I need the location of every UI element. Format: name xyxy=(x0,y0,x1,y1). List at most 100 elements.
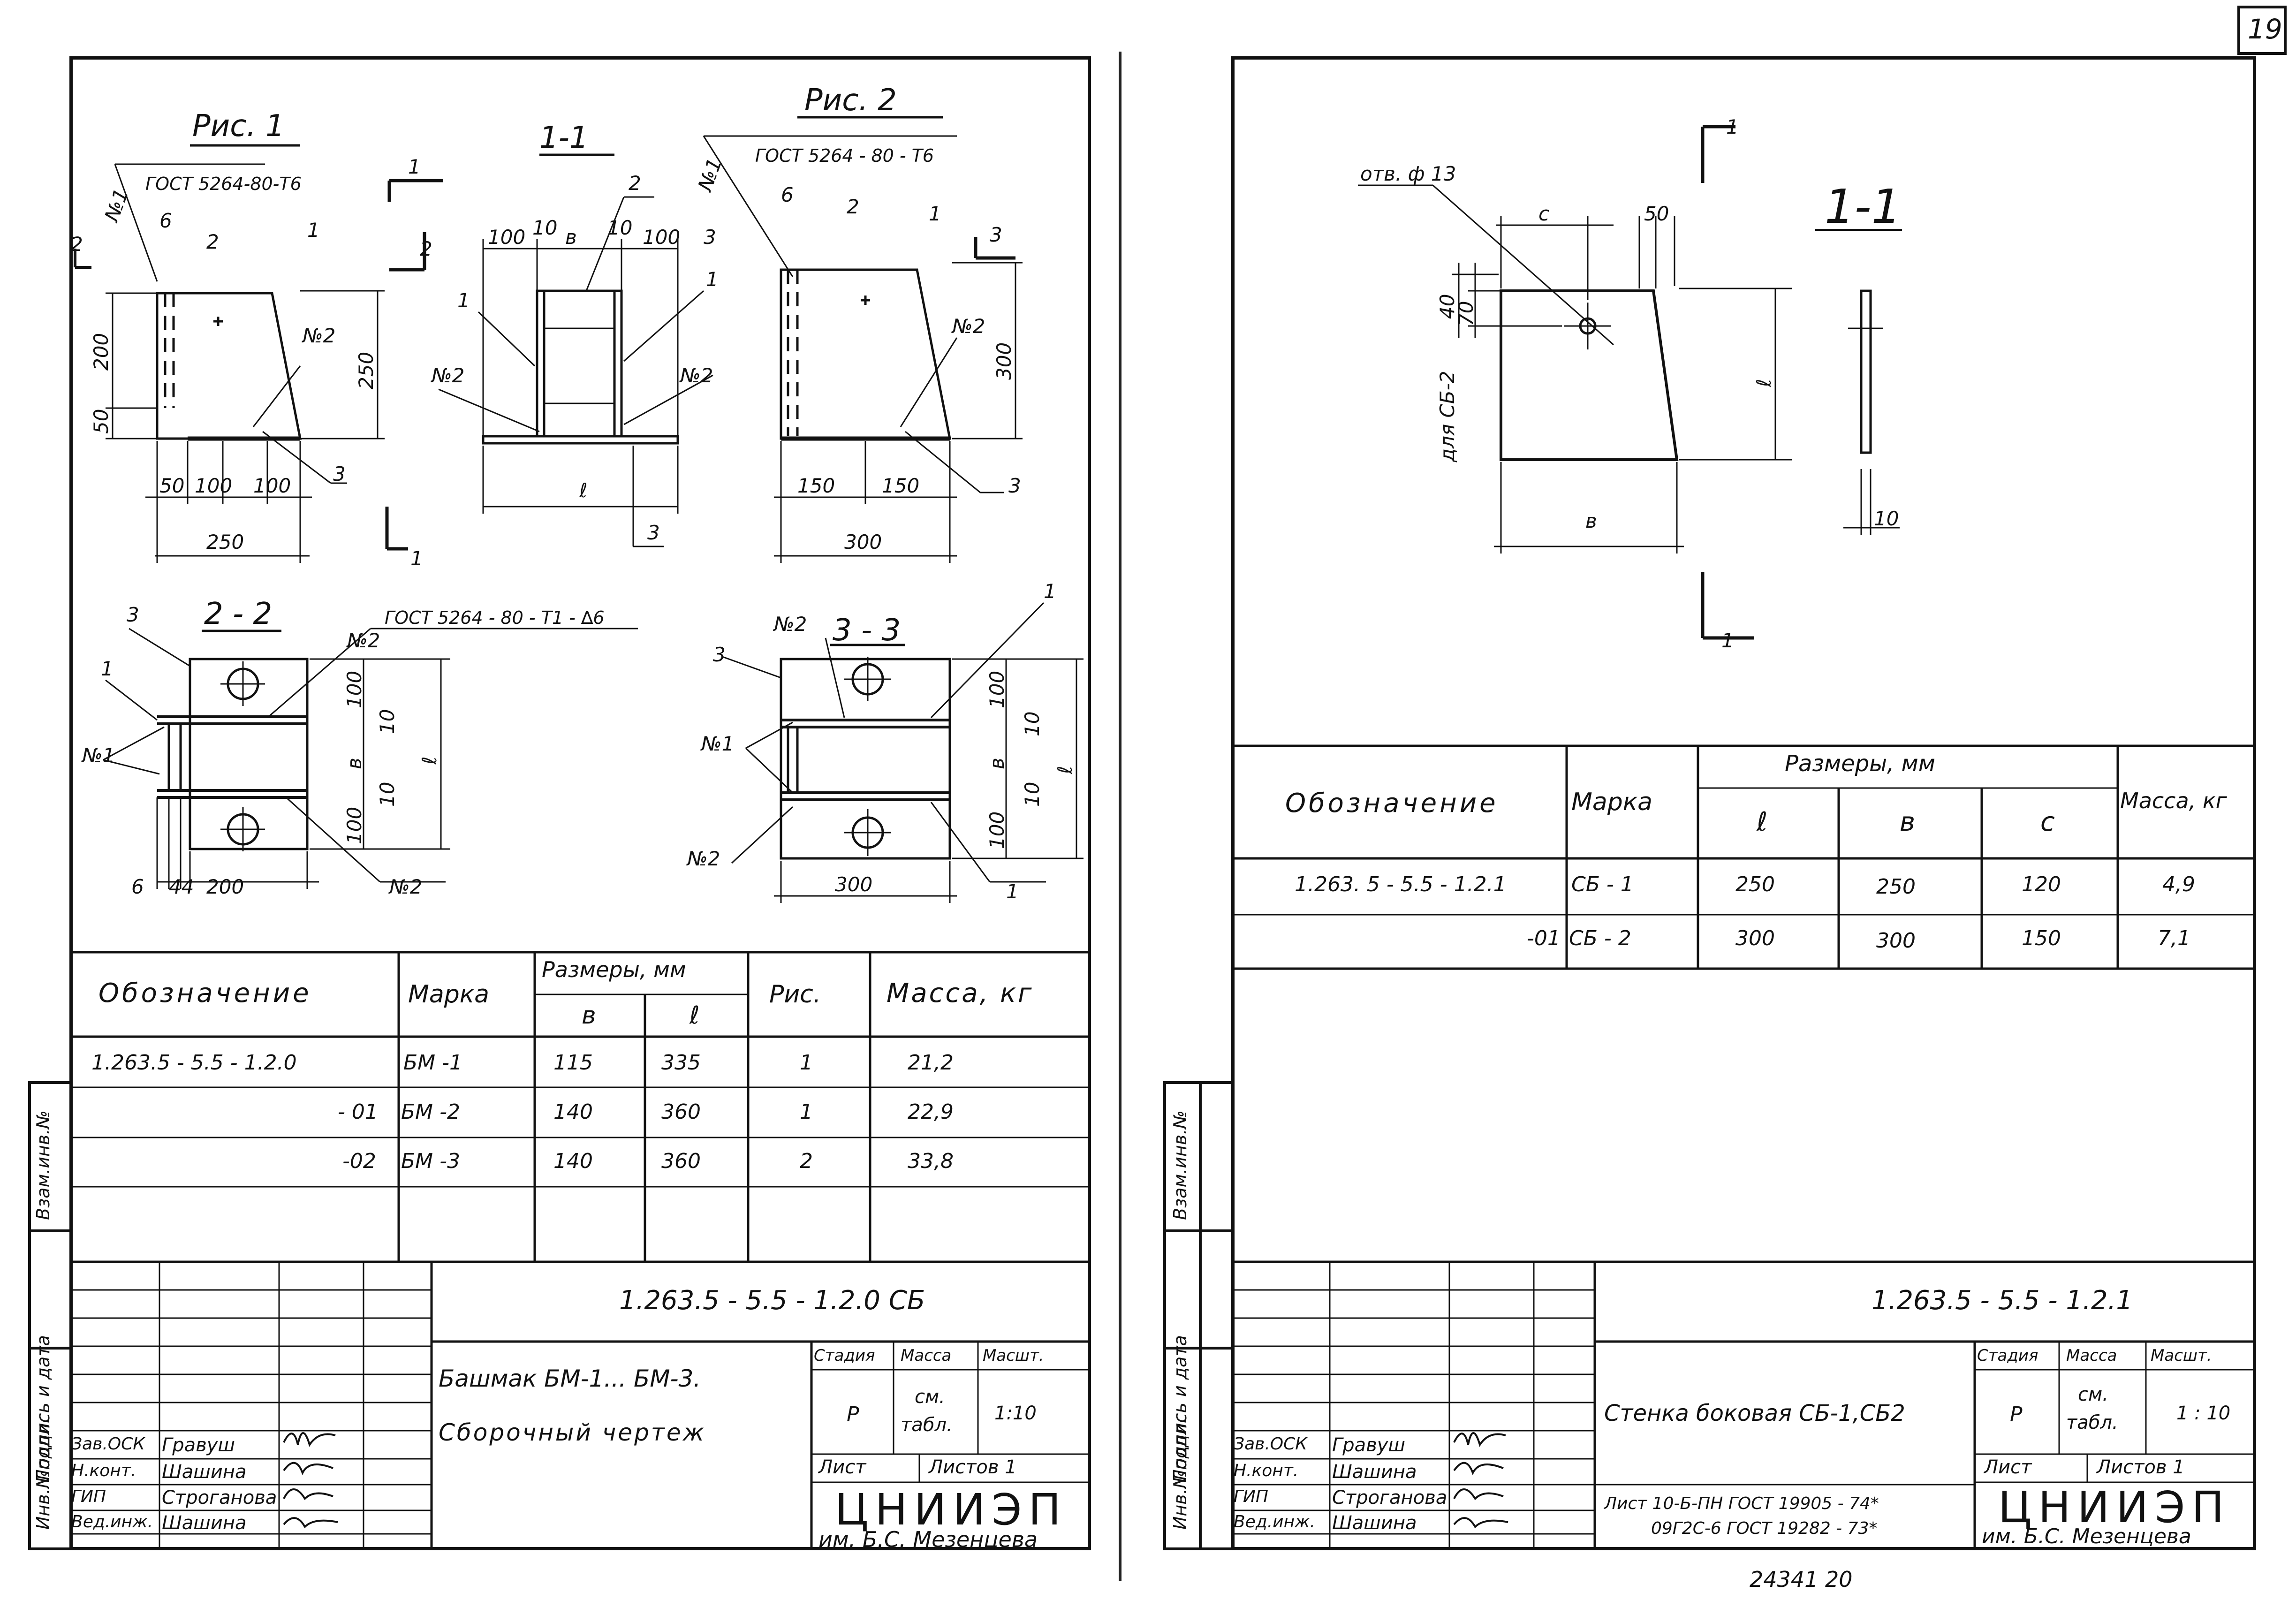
lt-r1-b: 115 xyxy=(553,1051,593,1075)
sec11-base xyxy=(482,435,679,445)
lt-p2-role: Н.конт. xyxy=(71,1461,136,1480)
side-wall-plate xyxy=(1500,289,1679,461)
sec22-c3: 3 xyxy=(127,603,139,626)
rt-scale-h: Масшт. xyxy=(2151,1346,2212,1365)
sec11-dv: в xyxy=(565,226,577,249)
sec11-c1: 1 xyxy=(457,289,470,312)
sec22-d100b: 100 xyxy=(343,807,366,844)
sec22-d100a: 100 xyxy=(343,671,366,708)
lt-stage: Р xyxy=(847,1403,859,1426)
sec11-title: 1-1 xyxy=(539,121,589,155)
lt-sheet: Лист xyxy=(818,1456,866,1478)
lt-r3-mass: 33,8 xyxy=(908,1149,954,1173)
signature-5 xyxy=(1453,1432,1506,1447)
lt-p1-role: Зав.ОСК xyxy=(71,1434,145,1454)
dim-40: 40 xyxy=(1436,294,1459,319)
dim-b: в xyxy=(1585,509,1597,532)
signature-3 xyxy=(283,1488,333,1501)
rt-r1-c: 120 xyxy=(2022,872,2061,896)
lt-h-l: ℓ xyxy=(690,1001,700,1030)
sec11-web xyxy=(536,289,623,438)
rt-h-sizes: Размеры, мм xyxy=(1785,751,1935,777)
sec22-c1: 1 xyxy=(101,657,114,680)
sec11-n2b: №2 xyxy=(679,364,713,387)
right-sec-mark-bottom: 1 xyxy=(1721,629,1734,652)
lt-p1-name: Гравуш xyxy=(162,1434,235,1456)
rt-p1-name: Гравуш xyxy=(1332,1434,1406,1456)
signature-1 xyxy=(283,1432,336,1447)
fig2-m3b: 3 xyxy=(990,223,1002,246)
sec11-d10b: 10 xyxy=(607,216,632,239)
right-section-title: 1-1 xyxy=(1825,179,1901,234)
lt-r3-designation: -02 xyxy=(342,1149,376,1173)
sec11-n2a: №2 xyxy=(431,364,464,387)
lt-h-mark: Марка xyxy=(408,980,490,1009)
lt-h-mass: Масса, кг xyxy=(887,978,1034,1009)
rt-sheets: Листов 1 xyxy=(2097,1456,2185,1478)
sec22-d44: 44 xyxy=(169,875,194,898)
lt-r1-mass: 21,2 xyxy=(908,1051,954,1075)
fig1-gost: ГОСТ 5264-80-Т6 xyxy=(145,174,302,194)
fig1-n2: №2 xyxy=(302,324,335,347)
fig2-c2: 2 xyxy=(847,195,859,218)
fig1-section-mark-bottom: 1 xyxy=(410,547,423,570)
side-wall-section xyxy=(1860,289,1872,454)
sec22-dl: ℓ xyxy=(418,757,441,765)
rt-p4-name: Шашина xyxy=(1332,1512,1417,1534)
lt-h-sizes: Размеры, мм xyxy=(542,957,686,982)
lt-h-b: в xyxy=(582,1001,596,1030)
sec22-n1: №1 xyxy=(81,744,115,767)
fig1-c3: 3 xyxy=(333,463,346,485)
rt-h-c: с xyxy=(2040,807,2055,837)
fig2-c3: 3 xyxy=(1008,474,1021,497)
lt-mass1: см. xyxy=(915,1386,945,1408)
rt-p2-name: Шашина xyxy=(1332,1461,1417,1483)
rt-code: 1.263.5 - 5.5 - 1.2.1 xyxy=(1872,1285,2133,1316)
fig1-d200: 200 xyxy=(90,333,113,371)
sec22-d10b: 10 xyxy=(376,782,399,807)
sec33-d100b: 100 xyxy=(985,811,1008,849)
left-sheet-frame xyxy=(69,56,1091,1550)
rt-p3-role: ГИП xyxy=(1234,1487,1269,1506)
rt-stage-h: Стадия xyxy=(1977,1346,2038,1365)
rt-org: ЦНИИЭП xyxy=(1998,1482,2231,1532)
right-side-strip: Инв.№подл. Подпись и дата Взам.инв.№ xyxy=(1163,1081,1232,1550)
sec11-c3: 3 xyxy=(647,521,660,544)
lt-mass2: табл. xyxy=(901,1414,953,1436)
lt-name1: Башмак БМ-1... БМ-3. xyxy=(439,1365,701,1392)
page-number: 19 xyxy=(2248,13,2282,45)
rt-h-mark: Марка xyxy=(1571,788,1653,816)
sec11-c1b: 1 xyxy=(706,268,719,291)
left-table-lines xyxy=(69,951,1091,1263)
sec33-d10b: 10 xyxy=(1021,782,1044,807)
fig2-d300w: 300 xyxy=(844,531,882,554)
lt-r2-l: 360 xyxy=(661,1100,701,1124)
dim-note: для СБ-2 xyxy=(1436,371,1459,463)
dim-c: с xyxy=(1538,202,1549,225)
lt-p4-role: Вед.инж. xyxy=(71,1512,153,1532)
lt-r1-l: 335 xyxy=(661,1051,701,1075)
fig1-c2: 2 xyxy=(206,230,219,253)
sec33-c1b: 1 xyxy=(1006,880,1019,903)
fig1-n1: №1 xyxy=(100,186,133,226)
lt-r2-designation: - 01 xyxy=(338,1100,378,1124)
right-table-lines xyxy=(1231,744,2256,970)
fig2-d150b: 150 xyxy=(882,474,919,497)
left-side-strip: Инв.№подл. Подпись и дата Взам.инв.№ xyxy=(28,1081,69,1550)
lt-r2-mass: 22,9 xyxy=(908,1100,954,1124)
sec22-dv: в xyxy=(343,758,366,769)
sec11-c2: 2 xyxy=(629,172,641,195)
rt-r2-b: 300 xyxy=(1876,929,1916,953)
sec22-plate xyxy=(189,658,309,850)
sec22-d200: 200 xyxy=(206,875,244,898)
sec33-plate xyxy=(780,658,951,860)
page-number-box: 19 xyxy=(2237,6,2287,55)
sec33-d100a: 100 xyxy=(985,671,1008,708)
sec33-d300: 300 xyxy=(835,873,872,896)
rt-h-l: ℓ xyxy=(1757,807,1768,837)
sec33-dv: в xyxy=(985,758,1008,769)
rt-h-designation: Обозначение xyxy=(1285,788,1499,819)
lt-mass-h: Масса xyxy=(901,1346,952,1365)
fig1-side-mark: 2 xyxy=(70,233,83,256)
lt-r2-mark: БМ -2 xyxy=(401,1100,461,1124)
